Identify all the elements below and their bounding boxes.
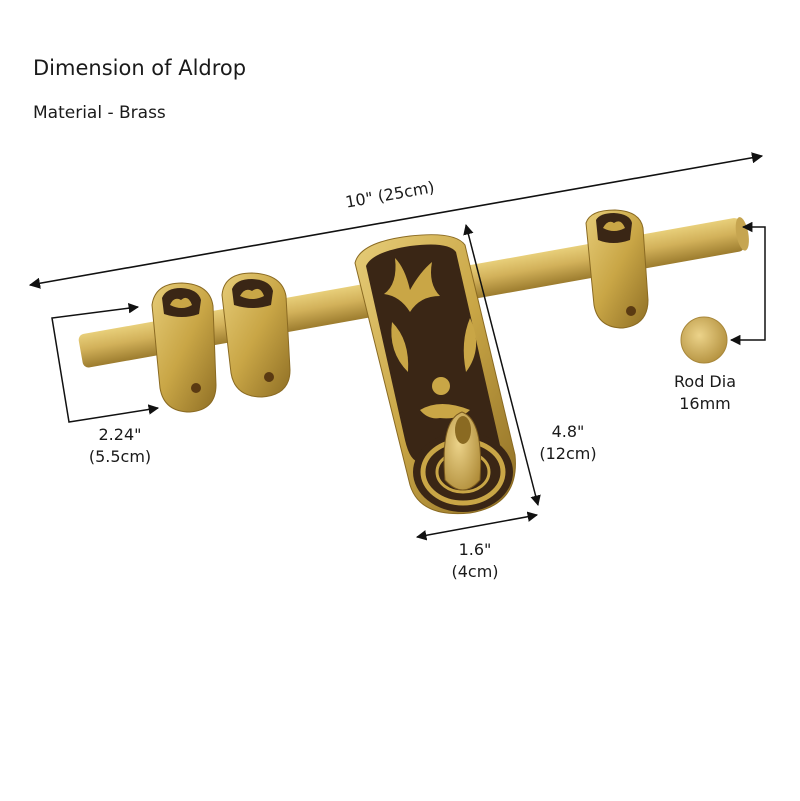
rod-dia-label: Rod Dia 16mm xyxy=(660,371,750,415)
material-subtitle: Material - Brass xyxy=(33,103,166,123)
plate-height-in: 4.8" xyxy=(551,422,585,441)
page-title: Dimension of Aldrop xyxy=(33,56,247,80)
plate-height-cm: (12cm) xyxy=(539,444,597,463)
bracket-width-cm: (5.5cm) xyxy=(88,447,152,466)
plate-width-label: 1.6" (4cm) xyxy=(425,539,525,583)
rod-dia-text: Rod Dia xyxy=(674,372,736,391)
plate-height-line xyxy=(463,223,541,507)
plate-width-in: 1.6" xyxy=(458,540,492,559)
right-bracket xyxy=(585,209,649,329)
bracket-width-in: 2.24" xyxy=(98,425,142,444)
overall-length-line xyxy=(28,152,764,289)
rod-dia-value: 16mm xyxy=(679,394,731,413)
plate-height-label: 4.8" (12cm) xyxy=(518,421,618,465)
plate-width-line xyxy=(415,511,539,541)
rod-end-disc xyxy=(680,316,728,364)
left-bracket-outer xyxy=(151,282,217,413)
plate-width-cm: (4cm) xyxy=(451,562,499,581)
left-bracket-inner xyxy=(221,272,291,398)
bracket-width-label: 2.24" (5.5cm) xyxy=(70,424,170,468)
bracket-width-line xyxy=(51,302,160,423)
rod-dia-line xyxy=(729,221,766,346)
